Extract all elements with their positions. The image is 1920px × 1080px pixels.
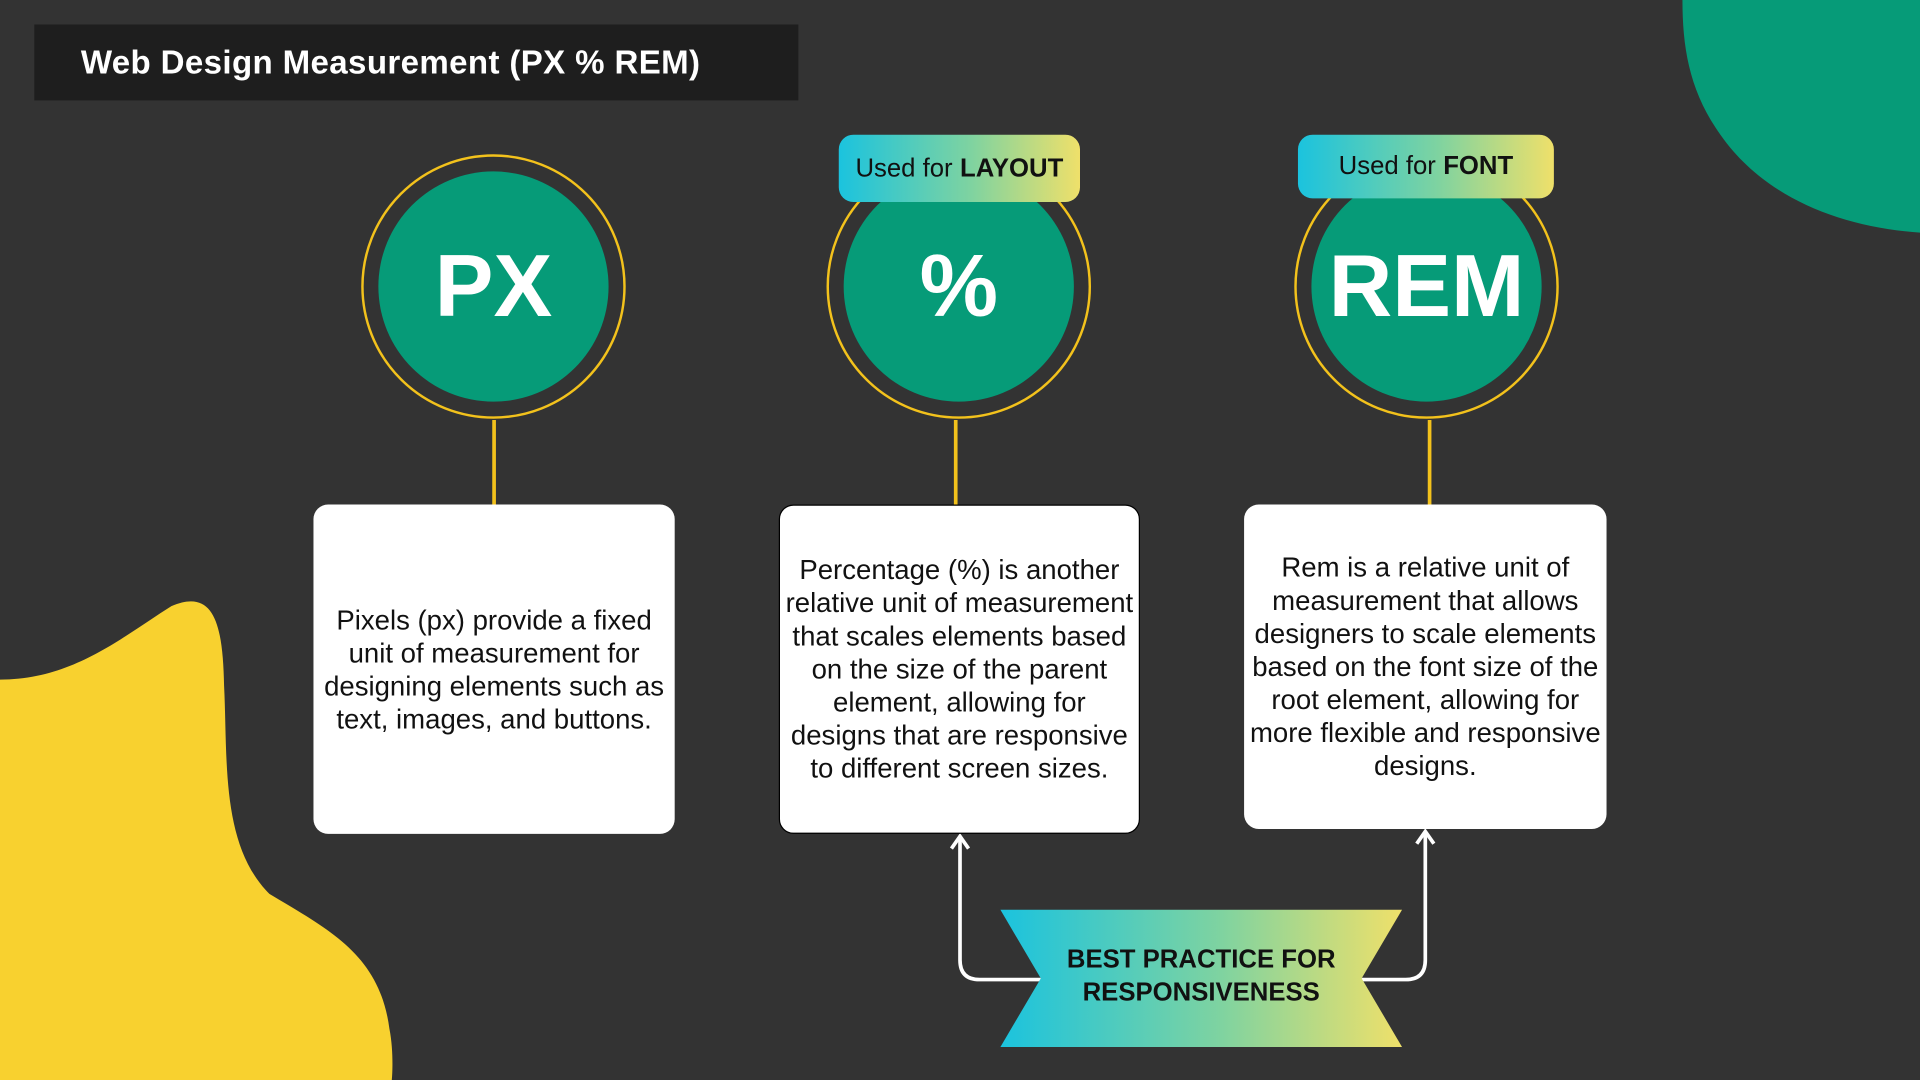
arrow-right: [1361, 832, 1428, 982]
rem-circle: REM: [1311, 171, 1542, 402]
banner-line-2: RESPONSIVENESS: [1082, 978, 1320, 1007]
percent-description: Percentage (%) is another relative unit …: [778, 504, 1141, 834]
arrowhead-icon: [949, 833, 971, 850]
connector-line: [953, 420, 958, 506]
green-blob: [1682, 0, 1920, 233]
percent-circle: %: [843, 171, 1074, 402]
px-circle: PX: [378, 171, 609, 402]
title-bar: Web Design Measurement (PX % REM): [34, 24, 799, 101]
connector-line: [1427, 420, 1432, 506]
connector-line: [492, 420, 496, 506]
banner-label: BEST PRACTICE FOR RESPONSIVENESS: [1000, 943, 1402, 1009]
rem-ring: REM: [1294, 154, 1559, 419]
tag-bold: FONT: [1443, 151, 1514, 181]
tag-bold: LAYOUT: [959, 153, 1064, 182]
banner-line-1: BEST PRACTICE FOR: [1066, 945, 1336, 974]
rem-description: Rem is a relative unit of measurement th…: [1244, 504, 1607, 829]
arrow-left: [958, 837, 1041, 982]
percent-ring: %: [826, 154, 1092, 419]
page-title: Web Design Measurement (PX % REM): [80, 43, 701, 81]
arrowhead-icon: [1415, 828, 1436, 845]
px-ring: PX: [361, 154, 626, 419]
banner-shape: [1000, 909, 1403, 1047]
tag-prefix: Used for: [1338, 151, 1436, 181]
px-description: Pixels (px) provide a fixed unit of meas…: [313, 504, 675, 834]
tag-prefix: Used for: [855, 153, 953, 182]
yellow-blob: [0, 601, 393, 1080]
